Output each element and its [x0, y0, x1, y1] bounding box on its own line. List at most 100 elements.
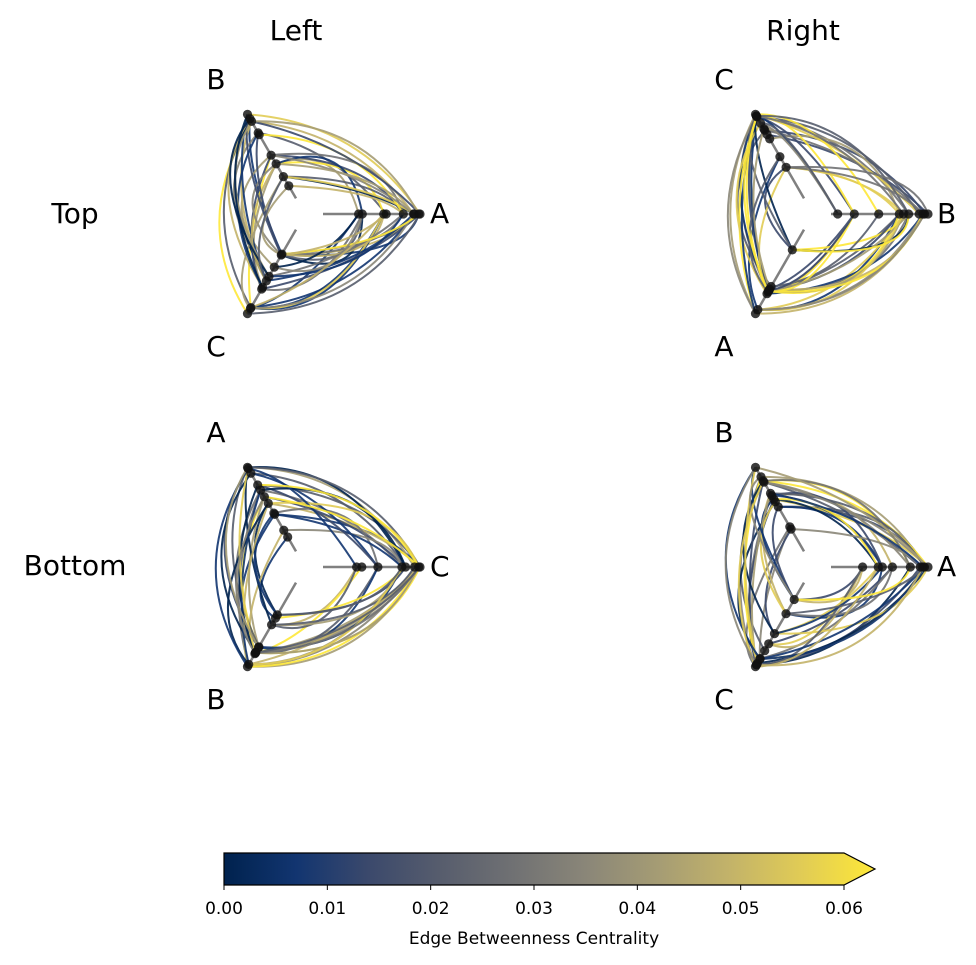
hive-edge: [757, 213, 926, 311]
hive-edge: [276, 162, 415, 215]
hive-edge: [250, 213, 385, 309]
hive-node: [415, 209, 425, 219]
hive-axis-line: [754, 228, 806, 315]
hive-edge: [255, 566, 420, 655]
hive-edge: [283, 528, 403, 568]
hive-edge: [769, 213, 856, 292]
colorbar-gradient: [223, 852, 877, 886]
hive-node: [923, 209, 933, 219]
hive-edge: [250, 472, 407, 568]
hive-edge: [768, 213, 856, 292]
hive-edge: [786, 165, 929, 215]
hive-node: [904, 209, 914, 219]
hive-edge: [268, 213, 405, 278]
hive-node: [764, 639, 774, 649]
hive-edge: [759, 566, 926, 661]
hive-edge: [253, 512, 279, 616]
hive-edge: [275, 161, 385, 215]
hive-node: [266, 150, 276, 160]
hive-edge: [245, 114, 283, 256]
hive-edge: [774, 566, 929, 635]
hive-edge: [759, 566, 894, 660]
hive-edge: [280, 213, 364, 265]
edge-layer: [724, 466, 929, 668]
hive-edge: [248, 566, 403, 666]
hive-edge: [277, 566, 403, 616]
hive-node: [833, 209, 843, 219]
hive-node: [750, 309, 761, 319]
hive-panel-top-left: A B C: [206, 63, 449, 363]
hive-edge: [257, 483, 420, 568]
hive-edge: [724, 466, 758, 666]
hive-node: [789, 594, 799, 605]
hive-node: [401, 562, 411, 572]
hive-edge: [247, 113, 421, 215]
hive-edge: [759, 501, 787, 615]
hive-edge: [763, 479, 912, 568]
column-title-right: Right: [766, 14, 840, 47]
hive-node: [874, 209, 884, 219]
hive-node: [766, 281, 776, 292]
hive-edge: [764, 129, 926, 215]
hive-node: [250, 648, 261, 658]
axis-label-east: A: [430, 197, 449, 230]
hive-panel-top-right: B C A: [714, 63, 956, 363]
hive-node: [278, 172, 288, 182]
hive-axis-line: [246, 228, 298, 315]
axis-label-top: B: [206, 63, 225, 96]
hive-node: [257, 284, 267, 294]
hive-edge: [768, 566, 894, 645]
hive-node: [415, 562, 425, 572]
hive-edge: [778, 505, 884, 568]
hive-edge: [257, 176, 285, 282]
hive-node: [269, 508, 279, 518]
hive-edge: [755, 566, 880, 668]
hive-node: [357, 209, 367, 219]
row-title-bottom: Bottom: [24, 549, 127, 582]
hive-edge: [794, 566, 912, 601]
axis-label-east: C: [430, 550, 450, 583]
hive-node: [923, 562, 933, 572]
hive-edge: [792, 213, 910, 253]
node-layer: [750, 462, 933, 672]
axis-label-bottom: C: [206, 330, 226, 363]
axis-label-bottom: A: [714, 330, 733, 363]
colorbar-tick-label: 0.03: [515, 899, 553, 919]
hive-node: [786, 524, 796, 534]
hive-edge: [281, 213, 385, 258]
edge-layer: [214, 466, 421, 668]
edge-layer: [726, 113, 929, 315]
hive-node: [858, 562, 868, 572]
hive-node: [887, 562, 898, 572]
hive-edge: [247, 566, 420, 668]
hive-node: [781, 162, 791, 172]
hive-edge: [250, 213, 415, 309]
hive-edge: [271, 566, 416, 626]
hive-edge: [247, 213, 421, 315]
colorbar-tick-label: 0.06: [825, 899, 863, 919]
hive-node: [765, 134, 775, 144]
hive-edge: [240, 176, 285, 310]
hive-edge: [742, 480, 776, 635]
hive-node: [770, 497, 780, 507]
hive-edge: [771, 506, 796, 600]
hive-edge: [763, 480, 929, 568]
hive-edge: [248, 467, 358, 568]
hive-edge: [764, 166, 794, 251]
edge-layer: [218, 113, 421, 315]
hive-node: [781, 609, 791, 619]
hive-node: [242, 462, 253, 472]
colorbar-label: Edge Betweenness Centrality: [409, 929, 659, 949]
hive-edge: [238, 484, 259, 655]
hive-edge: [755, 466, 929, 568]
hive-node: [284, 181, 294, 191]
hive-node: [242, 309, 253, 319]
colorbar-tick-label: 0.04: [618, 899, 656, 919]
hive-node: [373, 562, 383, 572]
hive-edge: [755, 113, 920, 215]
hive-edge: [240, 489, 262, 665]
hive-node: [271, 159, 281, 169]
hive-edge: [756, 115, 921, 215]
